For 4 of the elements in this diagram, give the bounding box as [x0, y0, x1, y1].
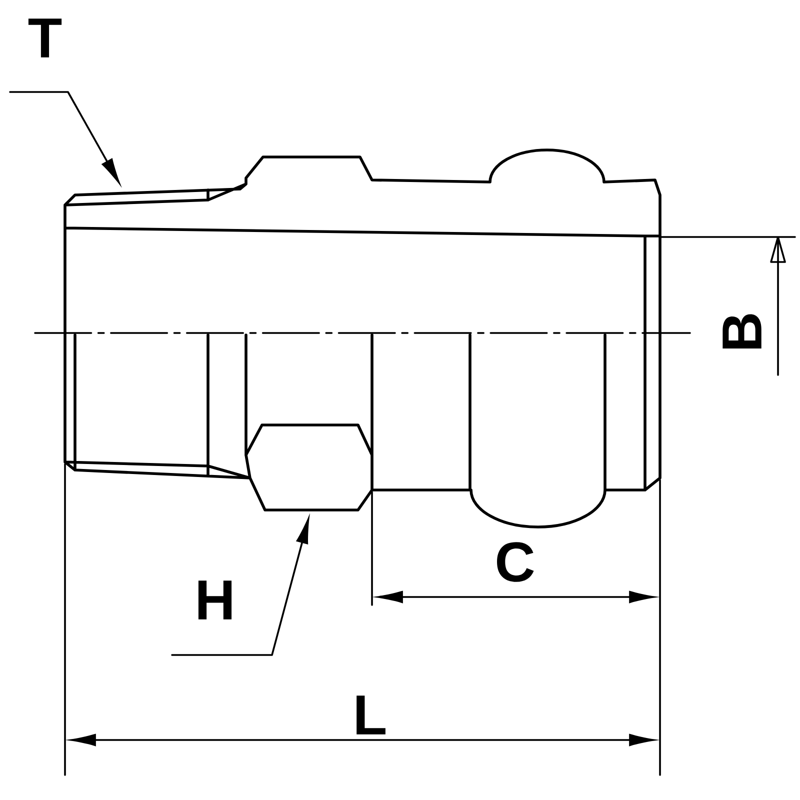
dimension-letter: B: [722, 314, 762, 349]
dimension-letter: L: [356, 696, 386, 734]
dimension-letter: C: [497, 542, 534, 582]
dimension-letter: T: [28, 18, 62, 58]
